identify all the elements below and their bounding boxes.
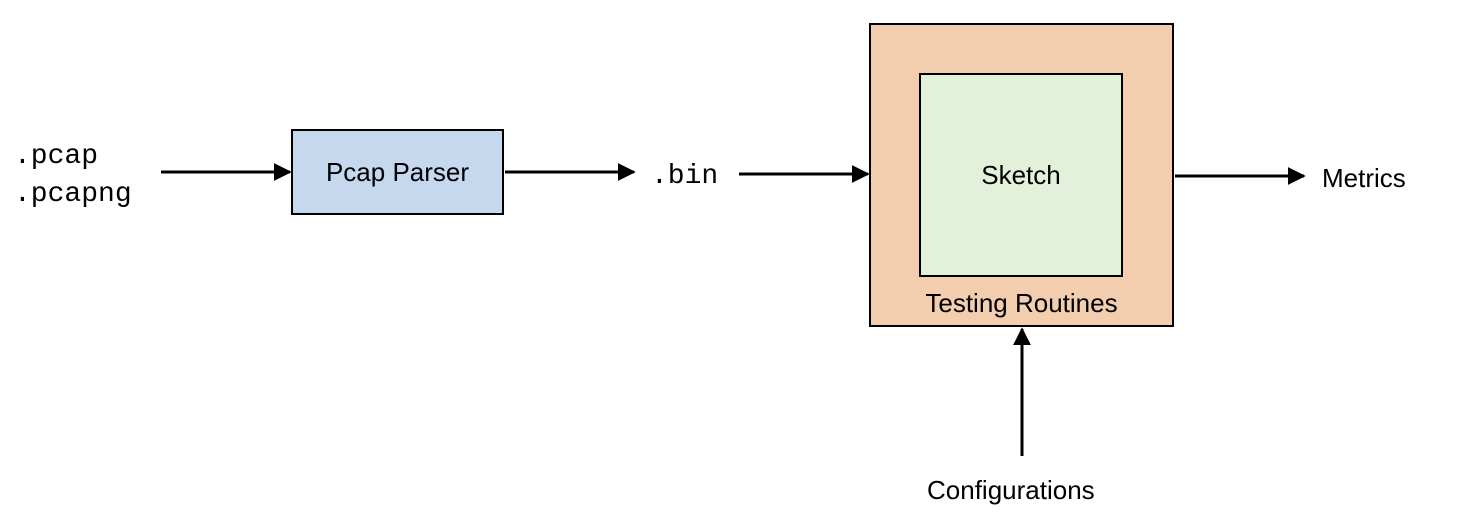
- metrics-label: Metrics: [1322, 163, 1406, 193]
- bin-file-label: .bin: [651, 161, 719, 192]
- testing-routines-label: Testing Routines: [925, 288, 1118, 318]
- sketch-label: Sketch: [981, 159, 1061, 190]
- configurations-label: Configurations: [927, 475, 1095, 505]
- input-pcapng-label: .pcapng: [14, 179, 132, 210]
- pcap-parser-box: Pcap Parser: [291, 129, 504, 215]
- pcap-parser-label: Pcap Parser: [325, 156, 470, 187]
- input-pcap-label: .pcap: [14, 141, 99, 172]
- sketch-box: Sketch: [919, 73, 1123, 277]
